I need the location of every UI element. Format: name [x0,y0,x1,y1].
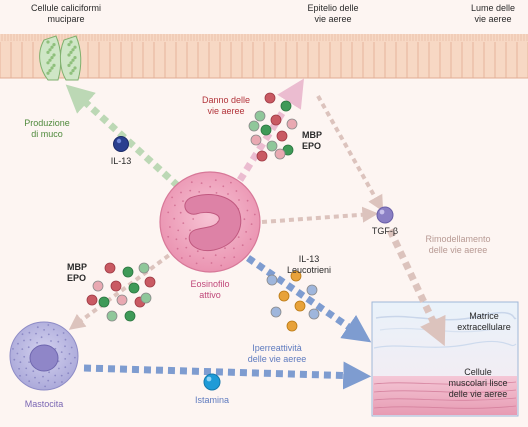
mbp-epo-granules-left [86,262,156,322]
eosinophil-label: Eosinofilo attivo [180,279,240,301]
tgf-beta-label: TGF-β [370,226,400,237]
airway-lumen-text: Lume delle vie aeree [470,3,516,24]
airway-damage-text: Danno delle vie aeree [201,95,251,116]
smooth-muscle-text: Cellule muscolari lisce delle vie aeree [448,367,508,399]
il13-top-label: IL-13 [104,156,138,167]
airway-damage-label: Danno delle vie aeree [196,95,256,117]
mbp-epo-left-label: MBP EPO [67,262,87,284]
mbp-epo-left-text: MBP EPO [67,262,87,283]
extracellular-matrix-label: Matrice extracellulare [452,311,516,333]
il13-leukotrienes-text: IL-13 Leucotrieni [286,254,332,275]
il13-leukotriene-granules [266,270,320,332]
arrow-eosinophil-to-mast-cell [68,248,178,330]
extracellular-matrix-text: Matrice extracellulare [457,311,511,332]
airway-lumen-label: Lume delle vie aeree [462,3,524,25]
mucus-production-text: Produzione di muco [24,118,70,139]
goblet-cells-text: Cellule caliciformi mucipare [30,3,102,24]
mbp-epo-top-text: MBP EPO [302,130,322,151]
il13-top-text: IL-13 [110,156,132,166]
il13-molecule [113,136,129,152]
smooth-muscle-label: Cellule muscolari lisce delle vie aeree [440,367,516,400]
airway-epithelium-label: Epitelio delle vie aeree [296,3,370,25]
mast-cell-label: Mastocita [14,399,74,410]
goblet-cells [39,35,82,81]
histamine-text: Istamina [194,395,229,405]
mbp-epo-granules-top [248,92,298,162]
hyperreactivity-text: Iperreattività delle vie aeree [247,343,307,364]
airway-epithelium-text: Epitelio delle vie aeree [307,3,359,24]
airway-remodeling-text: Rimodellamento delle vie aeree [425,234,491,255]
airway-epithelium [0,34,528,79]
eosinophil-text: Eosinofilo attivo [190,279,230,300]
airway-remodeling-label: Rimodellamento delle vie aeree [418,234,498,256]
eosinophil-cell [159,171,261,273]
histamine-label: Istamina [184,395,240,406]
goblet-cells-label: Cellule caliciformi mucipare [16,3,116,25]
mbp-epo-top-label: MBP EPO [302,130,322,152]
histamine-molecule [203,373,221,391]
arrow-mast-cell-to-muscle [83,361,372,390]
arrow-epithelium-to-tgfb [316,95,384,212]
arrow-tgfb-to-matrix [386,228,446,347]
il13-leukotrienes-label: IL-13 Leucotrieni [280,254,338,276]
tgf-beta-text: TGF-β [371,226,399,236]
tgf-beta-molecule [376,206,394,224]
mast-cell [9,321,79,391]
hyperreactivity-label: Iperreattività delle vie aeree [236,343,318,365]
mucus-production-label: Produzione di muco [16,118,78,140]
arrow-eosinophil-to-tgfb [261,206,379,224]
mast-cell-text: Mastocita [24,399,64,409]
